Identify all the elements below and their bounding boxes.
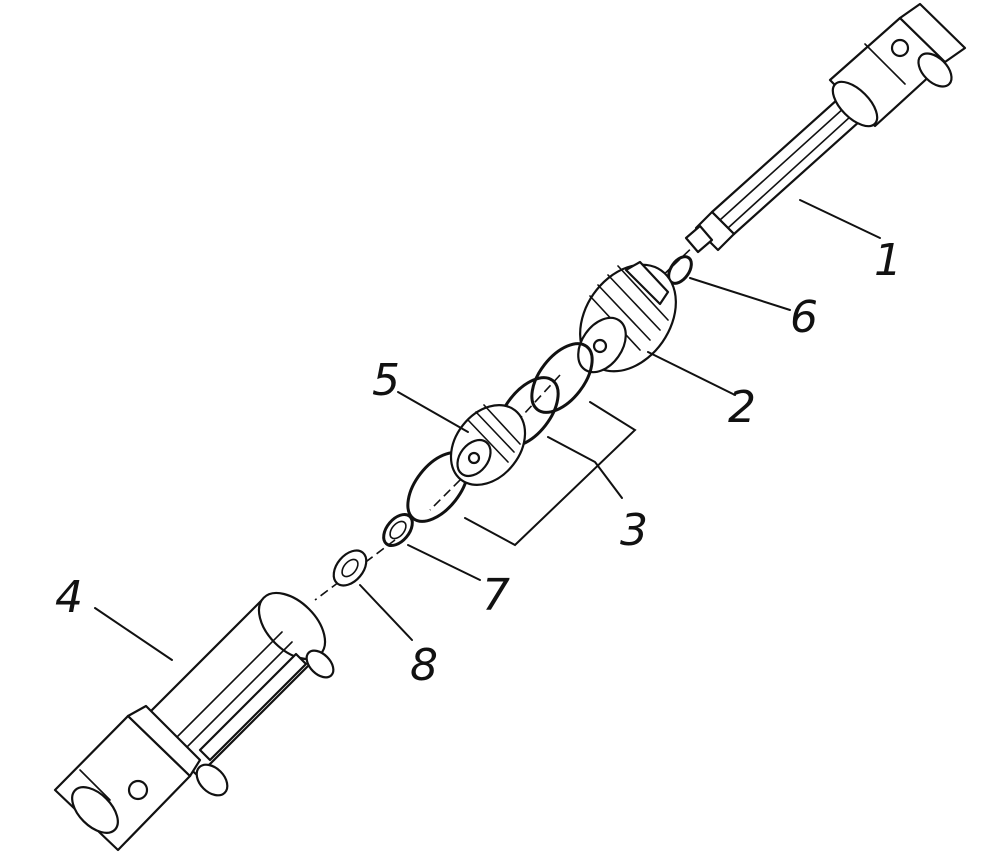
leader-line-2 xyxy=(647,351,736,396)
leader-line-5 xyxy=(397,391,469,433)
leader-line-1 xyxy=(799,199,881,239)
leader-line-4 xyxy=(94,607,173,661)
callout-5: 5 xyxy=(372,355,400,406)
callout-4: 4 xyxy=(55,572,83,623)
leader-line-7 xyxy=(407,544,481,581)
part-washer xyxy=(382,513,414,547)
leader-line-8 xyxy=(359,584,413,641)
part-piston-rod xyxy=(684,2,967,254)
leader-line-6 xyxy=(689,277,791,311)
callout-6: 6 xyxy=(790,292,818,343)
part-cylinder-head xyxy=(577,260,677,374)
part-nut xyxy=(332,549,368,587)
callout-3: 3 xyxy=(620,505,648,556)
callout-8: 8 xyxy=(410,640,438,691)
callout-2: 2 xyxy=(728,382,756,433)
leader-line-3 xyxy=(464,401,637,547)
callout-7: 7 xyxy=(482,570,510,621)
part-cylinder-tube xyxy=(53,591,335,852)
callout-1: 1 xyxy=(874,235,902,286)
part-piston xyxy=(449,404,527,486)
